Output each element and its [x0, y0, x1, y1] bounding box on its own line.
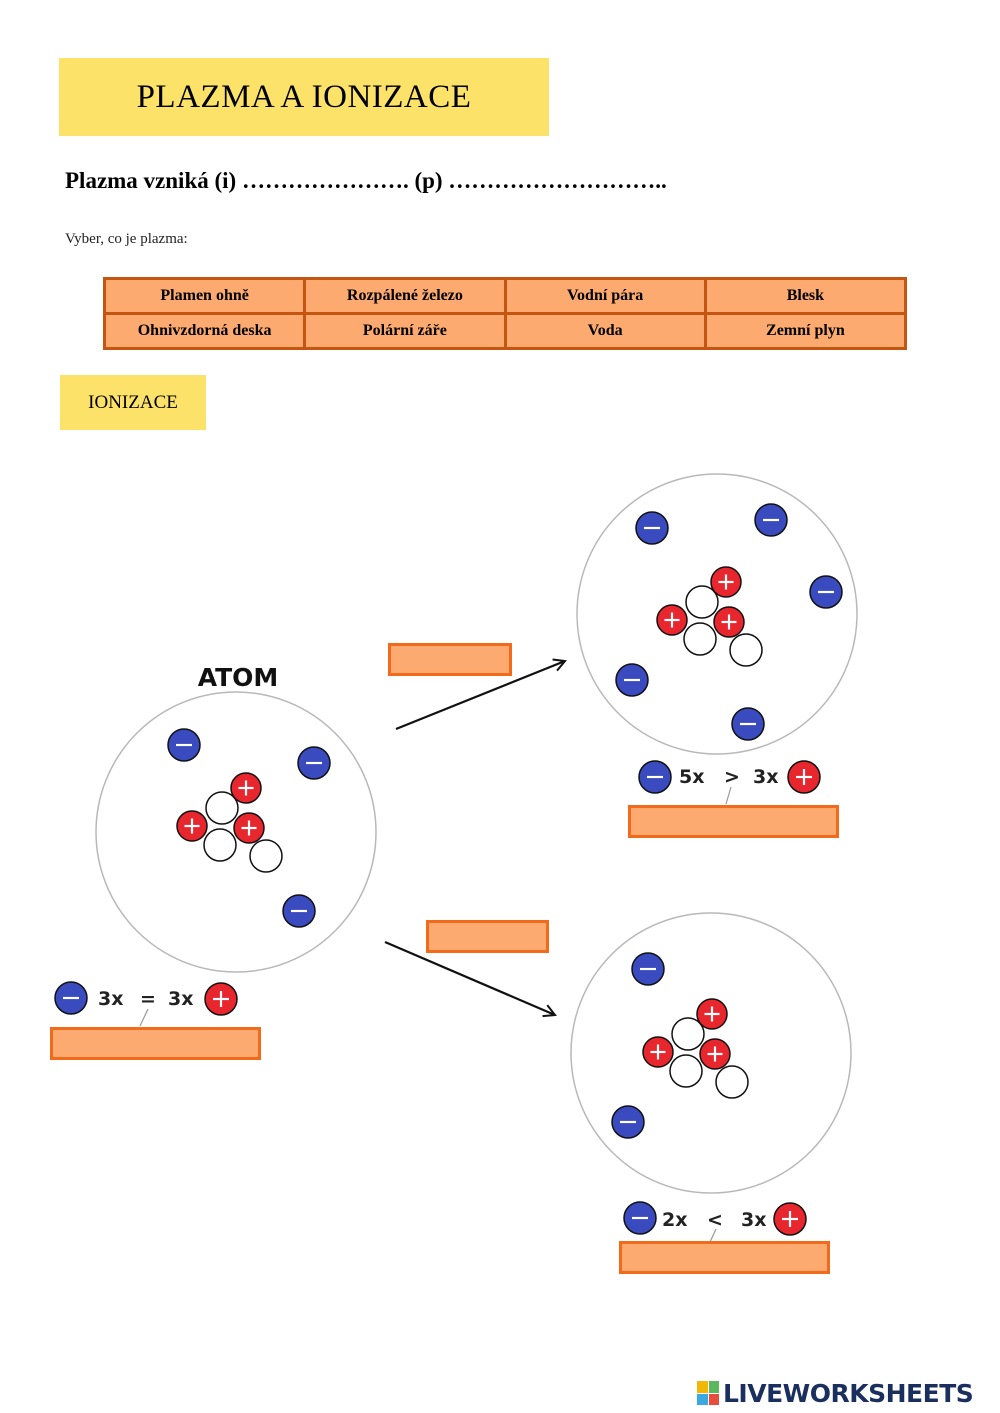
- electron-icon: [282, 894, 316, 928]
- choice-cell[interactable]: Voda: [506, 315, 704, 347]
- proton-icon: [773, 1202, 807, 1236]
- neutron-icon: [671, 1017, 705, 1051]
- equation-operator: =: [140, 988, 156, 1010]
- liveworksheets-logo: LIVEWORKSHEETS: [697, 1377, 974, 1409]
- electron-icon: [167, 728, 201, 762]
- choice-cell[interactable]: Blesk: [706, 280, 904, 312]
- choice-cell[interactable]: Plamen ohně: [106, 280, 304, 312]
- question-plasma-origin: Plazma vzniká (i) …………………. (p) …………………………: [65, 168, 667, 193]
- choice-cell[interactable]: Polární záře: [306, 315, 504, 347]
- equation-left-count: 2x: [662, 1209, 687, 1231]
- answer-field-cation[interactable]: [628, 805, 839, 838]
- equation-operator: <: [707, 1209, 723, 1231]
- neutron-icon: [669, 1054, 703, 1088]
- equation-right-count: 3x: [741, 1209, 766, 1231]
- proton-icon: [233, 812, 265, 844]
- electron-icon: [54, 981, 88, 1015]
- particle-layer: [54, 503, 843, 1236]
- neutron-icon: [729, 633, 763, 667]
- electron-icon: [635, 511, 669, 545]
- neutron-icon: [685, 585, 719, 619]
- electron-icon: [809, 575, 843, 609]
- atom-neutral: [95, 691, 377, 973]
- arrow-down-right: [384, 940, 555, 1015]
- cation-atom: [576, 473, 858, 755]
- choice-cell[interactable]: Zemní plyn: [706, 315, 904, 347]
- choice-cell[interactable]: Rozpálené železo: [306, 280, 504, 312]
- section-label-box: IONIZACE: [60, 375, 206, 430]
- logo-text: LIVEWORKSHEETS: [723, 1378, 974, 1408]
- neutron-icon: [249, 839, 283, 873]
- electron-icon: [731, 707, 765, 741]
- choice-cell[interactable]: Ohnivzdorná deska: [106, 315, 304, 347]
- neutron-icon: [715, 1065, 749, 1099]
- equation-right-count: 3x: [753, 766, 778, 788]
- anion-atom: [570, 912, 852, 1194]
- electron-icon: [611, 1105, 645, 1139]
- atom-label: ATOM: [198, 663, 279, 692]
- proton-icon: [787, 760, 821, 794]
- proton-icon: [642, 1036, 674, 1068]
- electron-icon: [615, 663, 649, 697]
- pointer-line: [709, 1228, 717, 1243]
- proton-icon: [696, 998, 728, 1030]
- choice-cell[interactable]: Vodní pára: [506, 280, 704, 312]
- choice-table: Plamen ohně Rozpálené železo Vodní pára …: [103, 277, 907, 350]
- proton-icon: [176, 810, 208, 842]
- neutron-icon: [203, 828, 237, 862]
- electron-icon: [638, 760, 672, 794]
- electron-icon: [297, 746, 331, 780]
- proton-icon: [710, 566, 742, 598]
- equation-right-count: 3x: [168, 988, 193, 1010]
- pointer-line: [725, 786, 732, 805]
- answer-field-neutral-atom[interactable]: [50, 1027, 261, 1060]
- proton-icon: [230, 772, 262, 804]
- answer-field-ionization-top[interactable]: [388, 643, 512, 676]
- neutron-icon: [205, 791, 239, 825]
- electron-icon: [754, 503, 788, 537]
- equation-left-count: 3x: [98, 988, 123, 1010]
- logo-mark-icon: [697, 1381, 719, 1405]
- page-title: PLAZMA A IONIZACE: [136, 78, 472, 115]
- pointer-line: [139, 1008, 149, 1027]
- arrow-up-right: [395, 661, 565, 731]
- proton-icon: [656, 604, 688, 636]
- instruction-text: Vyber, co je plazma:: [65, 231, 188, 247]
- proton-icon: [204, 982, 238, 1016]
- proton-icon: [713, 606, 745, 638]
- answer-field-anion[interactable]: [619, 1241, 830, 1274]
- equation-left-count: 5x: [679, 766, 704, 788]
- proton-icon: [699, 1038, 731, 1070]
- equation-operator: >: [724, 766, 740, 788]
- electron-icon: [631, 952, 665, 986]
- neutron-icon: [683, 622, 717, 656]
- electron-icon: [623, 1201, 657, 1235]
- title-banner: PLAZMA A IONIZACE: [59, 58, 549, 136]
- section-label: IONIZACE: [88, 391, 178, 413]
- answer-field-ionization-bottom[interactable]: [426, 920, 549, 953]
